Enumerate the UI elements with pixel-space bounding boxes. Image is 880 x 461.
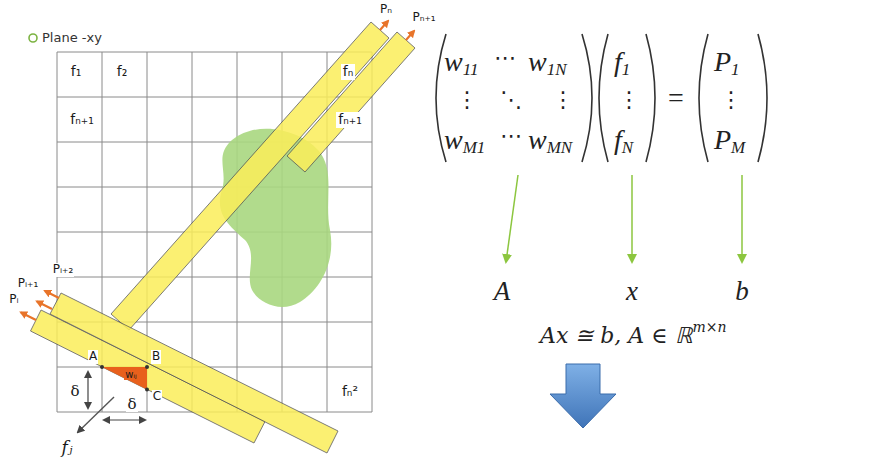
matrix-entry: w bbox=[444, 125, 463, 156]
pixel-label: f₂ bbox=[115, 64, 130, 79]
parenthesis bbox=[699, 34, 708, 162]
dimension-label: δ bbox=[126, 396, 137, 413]
point-marker bbox=[145, 388, 149, 392]
vector-entry: f bbox=[614, 125, 622, 156]
ray-arrow bbox=[37, 302, 52, 310]
dimension-arrow bbox=[104, 419, 145, 420]
symbol-label: b bbox=[735, 277, 749, 307]
subscript: MN bbox=[547, 139, 573, 158]
ray-band bbox=[287, 32, 415, 172]
ray-band bbox=[31, 310, 266, 443]
ray-arrow bbox=[21, 313, 36, 321]
weight-label: wᵢⱼ bbox=[124, 369, 138, 380]
pixel-label: fₙ₊₁ bbox=[68, 112, 96, 127]
ray-band bbox=[111, 22, 389, 330]
point-label: C bbox=[152, 390, 162, 403]
matrix-dots: ⋮ bbox=[552, 88, 574, 112]
pixel-label: f₁ bbox=[69, 64, 84, 79]
symbol-label: A bbox=[494, 277, 511, 307]
parenthesis bbox=[646, 34, 655, 162]
matrix-brackets bbox=[436, 34, 767, 162]
mapping-arrow bbox=[506, 175, 518, 262]
matrix-entry: w bbox=[444, 47, 463, 78]
legend-label: Plane -xy bbox=[42, 31, 102, 45]
subscript: 1N bbox=[547, 61, 567, 80]
matrix-entry: w bbox=[528, 47, 547, 78]
vector-entry: P bbox=[714, 47, 731, 78]
ray-arrow bbox=[45, 291, 59, 298]
symbol-label: x bbox=[626, 277, 638, 307]
matrix-dots: ⋯ bbox=[500, 124, 522, 148]
vector-dots: ⋮ bbox=[720, 88, 742, 112]
ray-arrows bbox=[21, 21, 414, 320]
vector-entry: P bbox=[714, 125, 731, 156]
parenthesis bbox=[599, 34, 608, 162]
pixel-label: fₙ bbox=[341, 64, 356, 79]
projection-label: Pₙ₊₁ bbox=[411, 11, 436, 24]
weight-triangle bbox=[102, 367, 147, 390]
projection-label: Pₙ bbox=[379, 3, 393, 16]
superscript: m×n bbox=[693, 320, 727, 335]
equation: Ax ≅ b, A ∈ ℝ bbox=[540, 324, 692, 348]
ray-band bbox=[50, 293, 338, 453]
projection-label: Pᵢ₊₂ bbox=[52, 263, 75, 276]
equals-sign: = bbox=[668, 83, 684, 114]
mapping-arrows bbox=[506, 175, 742, 262]
matrix-dots: ⋮ bbox=[456, 88, 478, 112]
pixel-arrow bbox=[78, 397, 114, 432]
subscript: 11 bbox=[463, 61, 479, 80]
subscript: M1 bbox=[463, 139, 486, 158]
pixel-label: fₙ² bbox=[340, 384, 360, 399]
grid-line bbox=[57, 277, 372, 278]
point-marker bbox=[145, 365, 149, 369]
vector-entry: f bbox=[614, 47, 622, 78]
mapping-arrow bbox=[741, 175, 743, 262]
ray-arrow bbox=[380, 21, 388, 30]
subscript: 1 bbox=[731, 61, 740, 80]
parenthesis bbox=[758, 34, 767, 162]
down-arrow bbox=[550, 364, 616, 428]
pixel-label: fₙ₊₁ bbox=[336, 112, 364, 127]
matrix-entry: w bbox=[528, 125, 547, 156]
matrix-dots: ⋯ bbox=[494, 46, 516, 70]
ray-arrow bbox=[406, 31, 414, 40]
pixel-label: fⱼ bbox=[62, 438, 73, 457]
grid-line bbox=[57, 52, 372, 53]
point-marker bbox=[100, 365, 104, 369]
vector-dots: ⋮ bbox=[618, 88, 640, 112]
ray-bands bbox=[31, 22, 416, 453]
matrix-dots: ⋱ bbox=[500, 88, 522, 112]
projection-label: Pᵢ₊₁ bbox=[17, 277, 40, 290]
projection-label: Pᵢ bbox=[8, 293, 19, 306]
parenthesis bbox=[582, 34, 592, 162]
mapping-arrow bbox=[631, 175, 633, 262]
legend-dot bbox=[29, 34, 37, 42]
dimension-label: δ bbox=[69, 383, 80, 400]
subscript: N bbox=[622, 139, 633, 158]
point-label: B bbox=[151, 350, 161, 363]
dimension-arrow bbox=[87, 372, 88, 408]
subscript: M bbox=[731, 139, 745, 158]
subscript: 1 bbox=[622, 61, 631, 80]
point-label: A bbox=[88, 350, 98, 363]
